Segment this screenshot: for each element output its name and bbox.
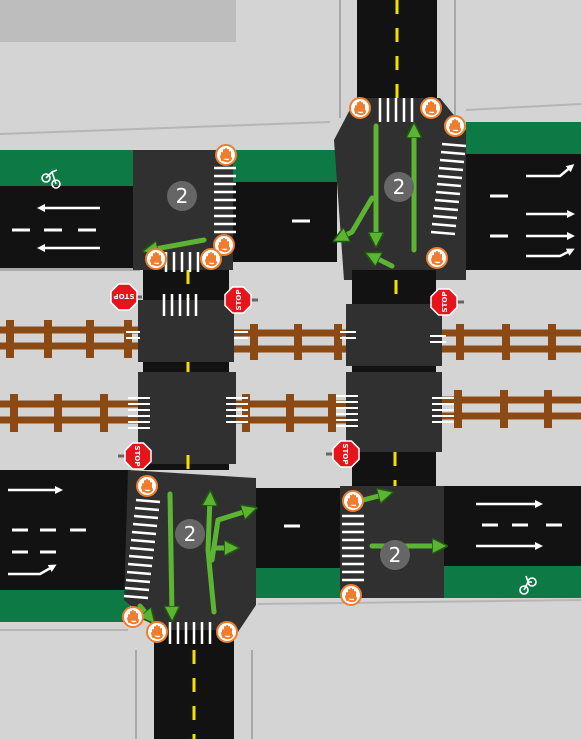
stop-sign: STOP — [110, 283, 142, 311]
stop-sign: STOP — [326, 440, 360, 468]
stop-sign: STOP — [118, 442, 152, 470]
phase-badge: 2 — [384, 172, 414, 202]
raised-hand-icon — [136, 475, 158, 497]
raised-hand-icon — [122, 606, 144, 628]
bike-lane — [0, 150, 140, 188]
raised-hand-icon — [146, 621, 168, 643]
lane-markings — [12, 194, 562, 554]
raised-hand-icon — [216, 621, 238, 643]
rail-crossing-marks — [126, 331, 454, 429]
railroad-tracks — [0, 320, 581, 432]
raised-hand-icon — [420, 97, 442, 119]
phase-badge-label: 2 — [393, 175, 406, 199]
center-line — [186, 0, 399, 739]
stop-sign-label: STOP — [235, 290, 243, 311]
raised-hand-icon — [213, 234, 235, 256]
stop-sign-label: STOP — [341, 444, 349, 465]
crosswalks — [123, 98, 467, 644]
rail-crossing-west-lower — [138, 372, 236, 464]
stop-sign-label: STOP — [114, 292, 135, 300]
raised-hand-icon — [145, 248, 167, 270]
bicycle-icon — [41, 169, 61, 189]
middle-lower-road — [256, 488, 346, 570]
phase-badge: 2 — [175, 519, 205, 549]
rail-crossing-east-upper — [346, 304, 442, 366]
phase-badge-label: 2 — [176, 184, 189, 208]
west-upper-road — [0, 150, 337, 271]
movement-arrows — [137, 126, 440, 618]
lane-arrows — [8, 164, 575, 576]
pedestrian-signals — [122, 97, 466, 643]
raised-hand-icon — [200, 248, 222, 270]
rail-crossing-east-lower — [346, 372, 442, 452]
bike-lane — [232, 150, 337, 184]
bike-lane — [0, 590, 130, 622]
raised-hand-icon — [342, 490, 364, 512]
raised-hand-icon — [349, 97, 371, 119]
curb-texture — [0, 103, 581, 631]
raised-hand-icon — [215, 144, 237, 166]
east-lower-road — [444, 486, 581, 568]
raised-hand-icon — [340, 584, 362, 606]
bike-lane — [466, 122, 581, 156]
stop-sign-label: STOP — [441, 292, 449, 313]
rail-crossing-west-upper — [138, 300, 234, 362]
building — [0, 0, 236, 42]
stop-sign: STOP — [224, 286, 258, 314]
north-road — [357, 0, 437, 100]
phase-badge-label: 2 — [389, 543, 402, 567]
phase-badge: 2 — [380, 540, 410, 570]
raised-hand-icon — [444, 115, 466, 137]
bike-lane — [256, 568, 346, 598]
raised-hand-icon — [426, 247, 448, 269]
stop-sign-label: STOP — [133, 446, 141, 467]
phase-badge-label: 2 — [184, 522, 197, 546]
bicycle-icon — [519, 575, 537, 595]
stop-sign: STOP — [430, 288, 464, 316]
phase-badge: 2 — [167, 181, 197, 211]
bike-lane — [444, 566, 581, 598]
